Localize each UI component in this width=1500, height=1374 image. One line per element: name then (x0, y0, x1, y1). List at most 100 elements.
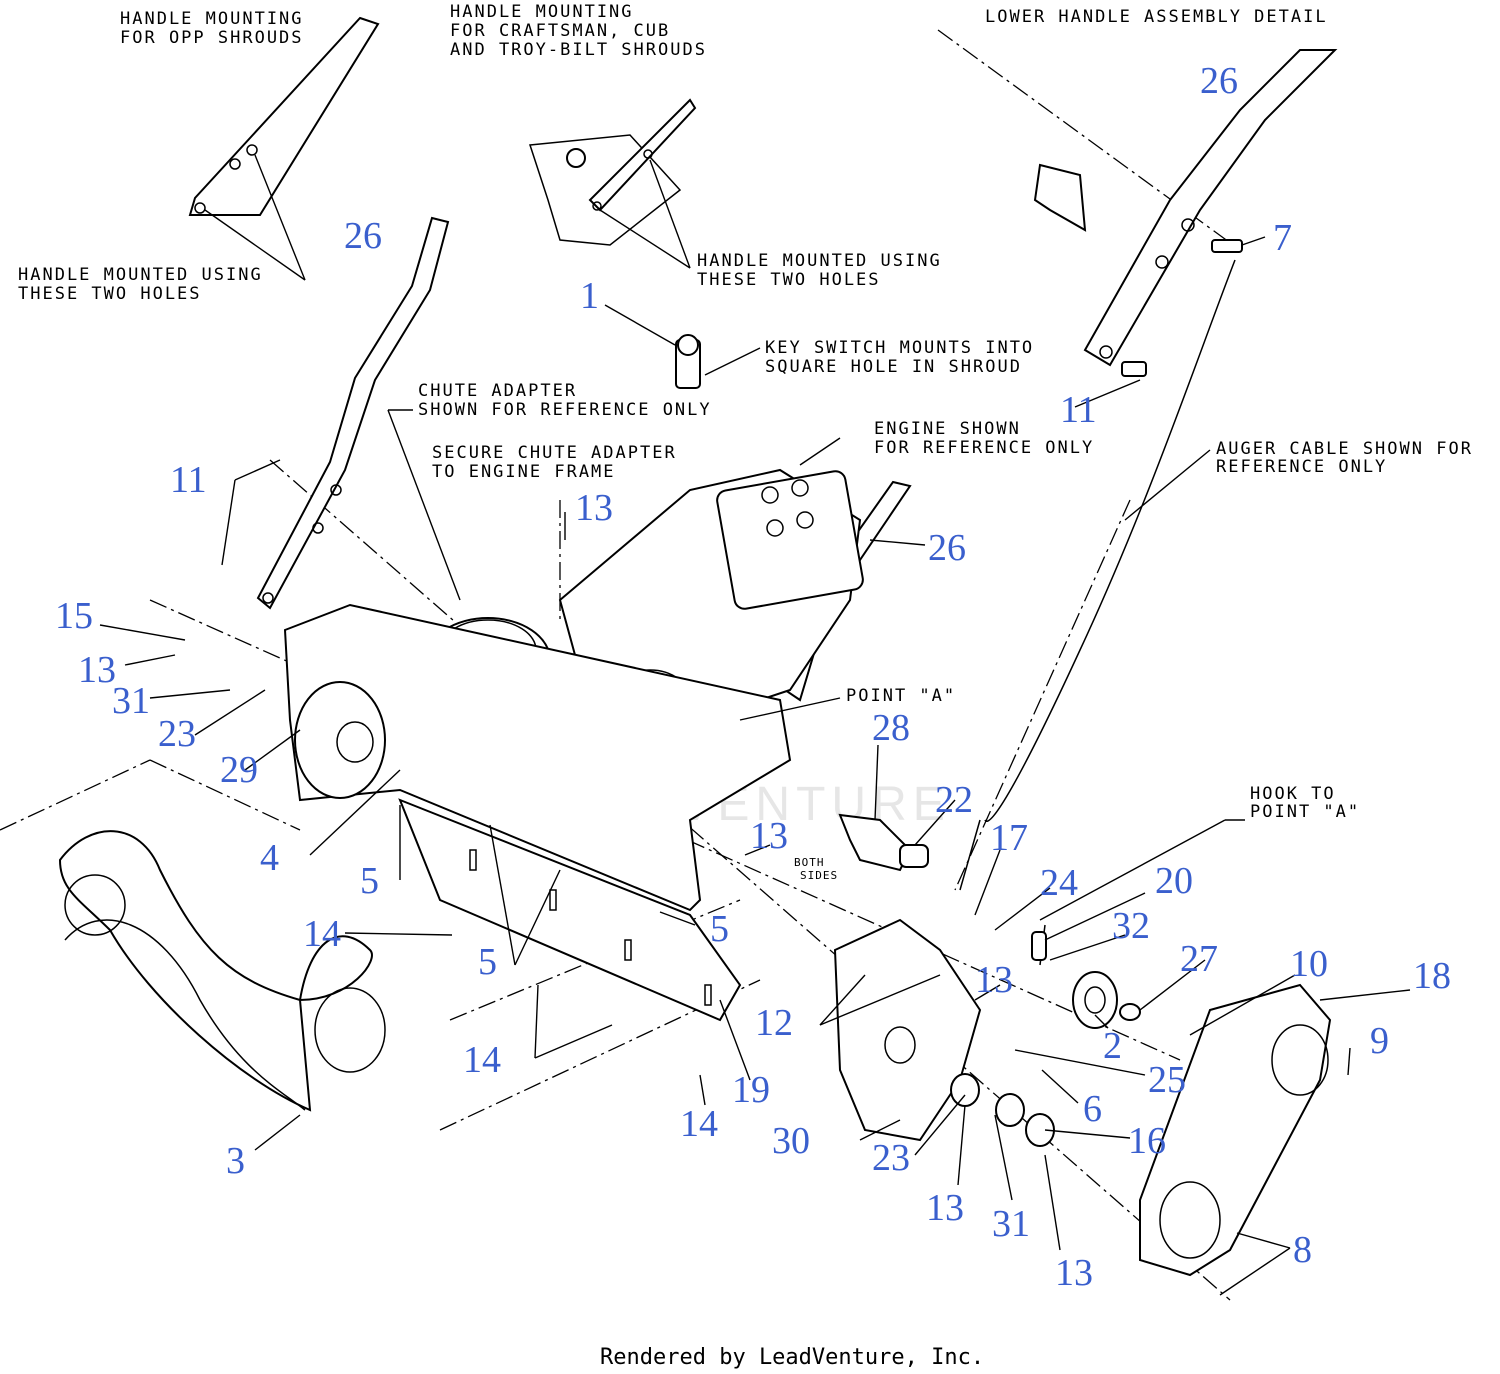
callout-5: 5 (710, 908, 729, 950)
svg-text:POINT "A": POINT "A" (846, 686, 956, 706)
note-both-sides: BOTH SIDES (794, 856, 838, 882)
note-craftsman-shrouds: HANDLE MOUNTING FOR CRAFTSMAN, CUB AND T… (450, 2, 705, 60)
svg-text:FOR REFERENCE ONLY: FOR REFERENCE ONLY (874, 438, 1094, 458)
leader-lines (99, 154, 1411, 1296)
inner-belt-plate (833, 918, 1055, 1147)
svg-text:ENGINE SHOWN: ENGINE SHOWN (874, 419, 1021, 439)
note-point-a: POINT "A" (846, 686, 956, 706)
callout-17: 17 (990, 817, 1028, 859)
callout-32: 32 (1112, 905, 1150, 947)
svg-text:HOOK TO: HOOK TO (1250, 784, 1336, 804)
callout-8: 8 (1293, 1229, 1312, 1271)
callout-26: 26 (928, 527, 966, 569)
left-handle (256, 216, 450, 610)
svg-text:THESE TWO HOLES: THESE TWO HOLES (697, 270, 881, 290)
callout-15: 15 (55, 595, 93, 637)
callout-13: 13 (78, 649, 116, 691)
callout-3: 3 (226, 1140, 245, 1182)
note-hook-point-a: HOOK TO POINT "A" (1250, 784, 1360, 822)
callout-4: 4 (260, 837, 279, 879)
callout-11: 11 (1060, 389, 1097, 431)
svg-text:THESE TWO HOLES: THESE TWO HOLES (18, 284, 202, 304)
note-auger-cable: AUGER CABLE SHOWN FOR REFERENCE ONLY (1216, 439, 1473, 477)
callout-7: 7 (1273, 217, 1292, 259)
svg-text:FOR CRAFTSMAN, CUB: FOR CRAFTSMAN, CUB (450, 21, 670, 41)
callout-2: 2 (1103, 1025, 1122, 1067)
callout-25: 25 (1148, 1059, 1186, 1101)
callout-10: 10 (1290, 943, 1328, 985)
svg-text:SIDES: SIDES (800, 869, 838, 882)
key-switch (675, 334, 701, 389)
callout-13: 13 (926, 1187, 964, 1229)
callout-numbers: 26 7 1 26 11 11 13 26 15 13 31 23 29 28 … (55, 60, 1451, 1294)
callout-13: 13 (1055, 1252, 1093, 1294)
callout-6: 6 (1083, 1088, 1102, 1130)
callout-23: 23 (872, 1137, 910, 1179)
lower-handle-detail (1033, 49, 1338, 377)
svg-text:KEY SWITCH MOUNTS INTO: KEY SWITCH MOUNTS INTO (765, 338, 1034, 358)
svg-text:SQUARE HOLE IN SHROUD: SQUARE HOLE IN SHROUD (765, 357, 1022, 377)
callout-14: 14 (303, 913, 341, 955)
note-opp-shrouds: HANDLE MOUNTING FOR OPP SHROUDS (120, 9, 304, 48)
callout-19: 19 (732, 1069, 770, 1111)
svg-text:TO ENGINE FRAME: TO ENGINE FRAME (432, 462, 616, 482)
drive-pulley (1072, 971, 1141, 1029)
svg-text:HANDLE MOUNTING: HANDLE MOUNTING (120, 9, 304, 29)
handle-detail-craftsman (528, 98, 697, 246)
engine (558, 468, 864, 731)
svg-text:HANDLE MOUNTING: HANDLE MOUNTING (450, 2, 634, 22)
svg-text:LOWER HANDLE ASSEMBLY DETAIL: LOWER HANDLE ASSEMBLY DETAIL (985, 7, 1328, 27)
svg-text:SECURE CHUTE ADAPTER: SECURE CHUTE ADAPTER (432, 443, 677, 463)
spring (959, 819, 1047, 966)
callout-27: 27 (1180, 938, 1218, 980)
callout-24: 24 (1040, 862, 1078, 904)
credit-text: Rendered by LeadVenture, Inc. (600, 1345, 984, 1370)
callout-1: 1 (580, 275, 599, 317)
svg-text:SHOWN FOR REFERENCE ONLY: SHOWN FOR REFERENCE ONLY (418, 400, 712, 420)
note-two-holes-center: HANDLE MOUNTED USING THESE TWO HOLES (697, 251, 942, 290)
callout-16: 16 (1128, 1120, 1166, 1162)
scraper-bar (398, 798, 742, 1022)
belt-cover (1139, 983, 1332, 1277)
svg-text:CHUTE ADAPTER: CHUTE ADAPTER (418, 381, 577, 401)
callout-31: 31 (112, 680, 150, 722)
callout-20: 20 (1155, 860, 1193, 902)
callout-26: 26 (344, 215, 382, 257)
note-chute-adapter: CHUTE ADAPTER SHOWN FOR REFERENCE ONLY (418, 381, 712, 420)
callout-14: 14 (463, 1039, 501, 1081)
callout-5: 5 (478, 941, 497, 983)
svg-text:BOTH: BOTH (794, 856, 825, 869)
note-engine: ENGINE SHOWN FOR REFERENCE ONLY (874, 419, 1094, 458)
callout-29: 29 (220, 749, 258, 791)
callout-13: 13 (575, 487, 613, 529)
svg-text:REFERENCE ONLY: REFERENCE ONLY (1216, 457, 1387, 477)
auger-cable (984, 259, 1236, 822)
callout-11: 11 (170, 459, 207, 501)
callout-14: 14 (680, 1103, 718, 1145)
svg-text:POINT "A": POINT "A" (1250, 802, 1360, 822)
engine-grille (761, 479, 814, 537)
callout-28: 28 (872, 707, 910, 749)
svg-text:FOR OPP SHROUDS: FOR OPP SHROUDS (120, 28, 304, 48)
callout-5: 5 (360, 860, 379, 902)
callout-18: 18 (1413, 955, 1451, 997)
callout-30: 30 (772, 1120, 810, 1162)
callout-13: 13 (750, 815, 788, 857)
svg-text:HANDLE MOUNTED USING: HANDLE MOUNTED USING (697, 251, 942, 271)
callout-31: 31 (992, 1203, 1030, 1245)
auger-housing (283, 603, 792, 912)
note-key-switch: KEY SWITCH MOUNTS INTO SQUARE HOLE IN SH… (765, 338, 1034, 377)
svg-text:AUGER CABLE SHOWN FOR: AUGER CABLE SHOWN FOR (1216, 439, 1473, 459)
note-lower-handle-detail: LOWER HANDLE ASSEMBLY DETAIL (985, 7, 1328, 27)
callout-9: 9 (1370, 1020, 1389, 1062)
handle-detail-opp (188, 16, 380, 216)
note-secure-chute: SECURE CHUTE ADAPTER TO ENGINE FRAME (432, 443, 677, 482)
idler-bracket (838, 813, 929, 872)
svg-text:HANDLE MOUNTED USING: HANDLE MOUNTED USING (18, 265, 263, 285)
callout-13: 13 (975, 959, 1013, 1001)
callout-22: 22 (935, 779, 973, 821)
callout-23: 23 (158, 713, 196, 755)
auger (58, 830, 386, 1112)
note-two-holes-left: HANDLE MOUNTED USING THESE TWO HOLES (18, 265, 263, 304)
